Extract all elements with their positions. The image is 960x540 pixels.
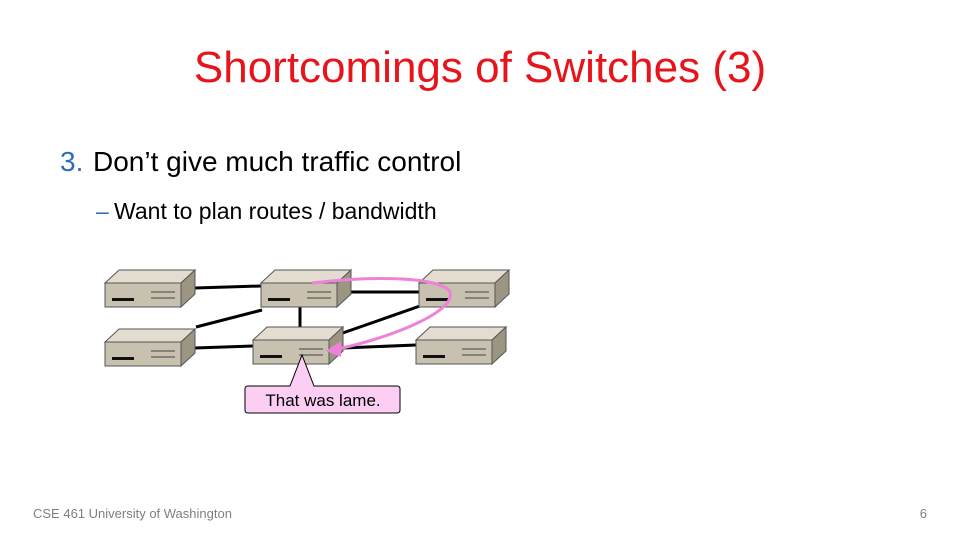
link-e-f [342, 343, 417, 350]
page-number: 6 [919, 506, 927, 521]
link-a-d [195, 308, 263, 329]
link-d-e [194, 344, 254, 350]
bullet-number: 3. [60, 146, 84, 177]
link-e-c [336, 304, 421, 337]
route-arrow [311, 277, 452, 351]
link-a-b [194, 284, 262, 290]
sub-bullet-text: Want to plan routes / bandwidth [114, 198, 437, 224]
network-switch-icon [418, 269, 510, 308]
network-switch-icon [252, 326, 344, 365]
sub-bullet-item: –Want to plan routes / bandwidth [96, 195, 437, 227]
network-switch-icon [104, 269, 196, 308]
callout-bubble [244, 353, 401, 414]
footer-text: CSE 461 University of Washington [33, 506, 232, 521]
bullet-item: 3. Don’t give much traffic control [60, 144, 461, 180]
route-arrowhead [326, 341, 341, 357]
network-switch-icon [415, 326, 507, 365]
sub-bullet-dash: – [96, 198, 109, 224]
slide-title: Shortcomings of Switches (3) [193, 43, 767, 92]
network-switch-icon [260, 269, 352, 308]
bullet-text: Don’t give much traffic control [93, 146, 462, 177]
network-switch-icon [104, 328, 196, 367]
callout-text: That was lame. [265, 391, 381, 410]
